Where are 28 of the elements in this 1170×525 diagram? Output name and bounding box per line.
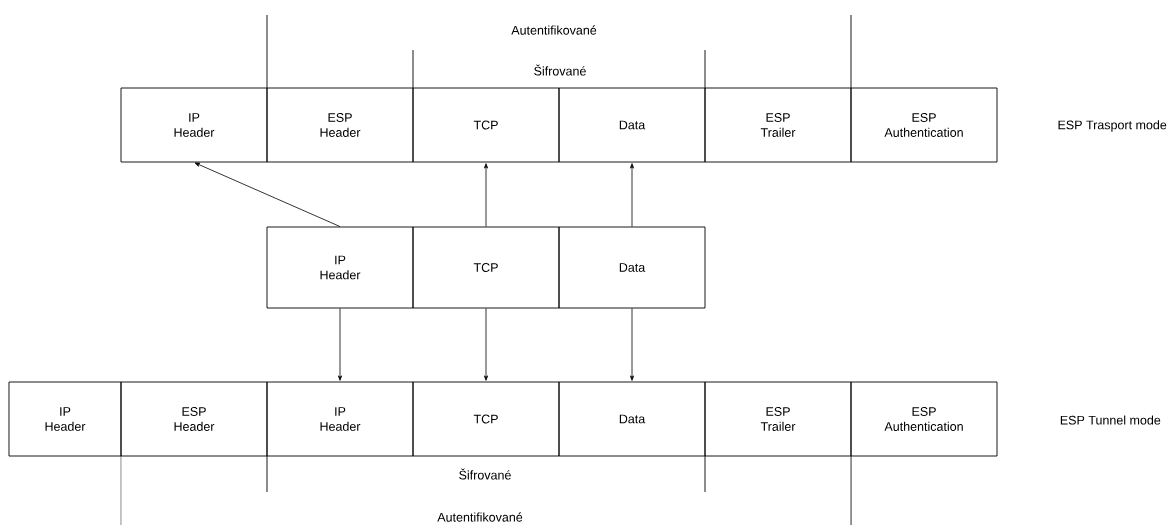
arrow: [338, 308, 342, 381]
header-cell: TCP: [412, 226, 560, 309]
arrow: [484, 308, 488, 381]
header-cell: TCP: [412, 381, 560, 457]
section-label: Autentifikované: [437, 512, 523, 522]
arrow: [630, 163, 634, 227]
arrow: [630, 308, 634, 381]
section-label: ESP Tunnel mode: [1060, 415, 1161, 425]
header-cell: ESP Trailer: [704, 87, 852, 163]
header-cell: Data: [558, 226, 706, 309]
header-cell: Data: [558, 87, 706, 163]
header-cell: IP Header: [8, 381, 122, 457]
header-cell: TCP: [412, 87, 560, 163]
header-cell: Data: [558, 381, 706, 457]
header-cell: IP Header: [120, 87, 268, 163]
section-label: Autentifikované: [511, 25, 597, 35]
header-cell: ESP Authentication: [850, 87, 998, 163]
header-cell: IP Header: [266, 381, 414, 457]
header-cell: ESP Header: [266, 87, 414, 163]
arrow: [194, 162, 341, 227]
section-label: Šifrované: [534, 64, 586, 76]
section-label: ESP Trasport mode: [1058, 120, 1167, 132]
header-cell: IP Header: [266, 226, 414, 309]
header-cell: ESP Trailer: [704, 381, 852, 457]
section-label: Šifrované: [459, 468, 511, 480]
arrow: [484, 163, 488, 227]
header-cell: ESP Header: [120, 381, 268, 457]
header-cell: ESP Authentication: [850, 381, 998, 457]
